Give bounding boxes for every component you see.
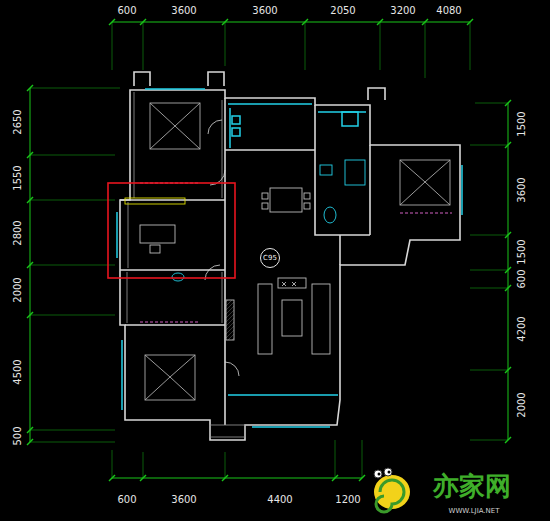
dimension-text: 2000 [517,392,527,417]
watermark-text: WWW.LJIA.NET [448,508,499,515]
dimension-text: 600 [117,6,136,16]
dimension-text: 500 [13,426,23,445]
dimension-text: 3600 [517,177,527,202]
dimension-text: 4200 [517,316,527,341]
dimension-text: 3600 [171,495,196,505]
dimension-text: 2800 [13,220,23,245]
dimension-text: 1500 [517,111,527,136]
dimension-text: 4500 [13,359,23,384]
dimension-text: 1200 [335,495,360,505]
dimension-text: 3200 [390,6,415,16]
dimension-text: 2000 [13,277,23,302]
dimension-text: 1550 [13,165,23,190]
dimension-text: 600 [117,495,136,505]
watermark-text: 亦家网 [433,473,511,499]
dimension-text: 4400 [267,495,292,505]
dimension-text: 3600 [252,6,277,16]
dimension-text: 1500 [517,239,527,264]
circle-label: C95 [263,255,277,262]
grid-circle: C95 [260,248,280,268]
dimension-text: 2650 [13,109,23,134]
dimension-text: 2050 [330,6,355,16]
dimension-text: 600 [517,269,527,288]
dimension-text: 4080 [436,6,461,16]
dimension-text: 3600 [171,6,196,16]
